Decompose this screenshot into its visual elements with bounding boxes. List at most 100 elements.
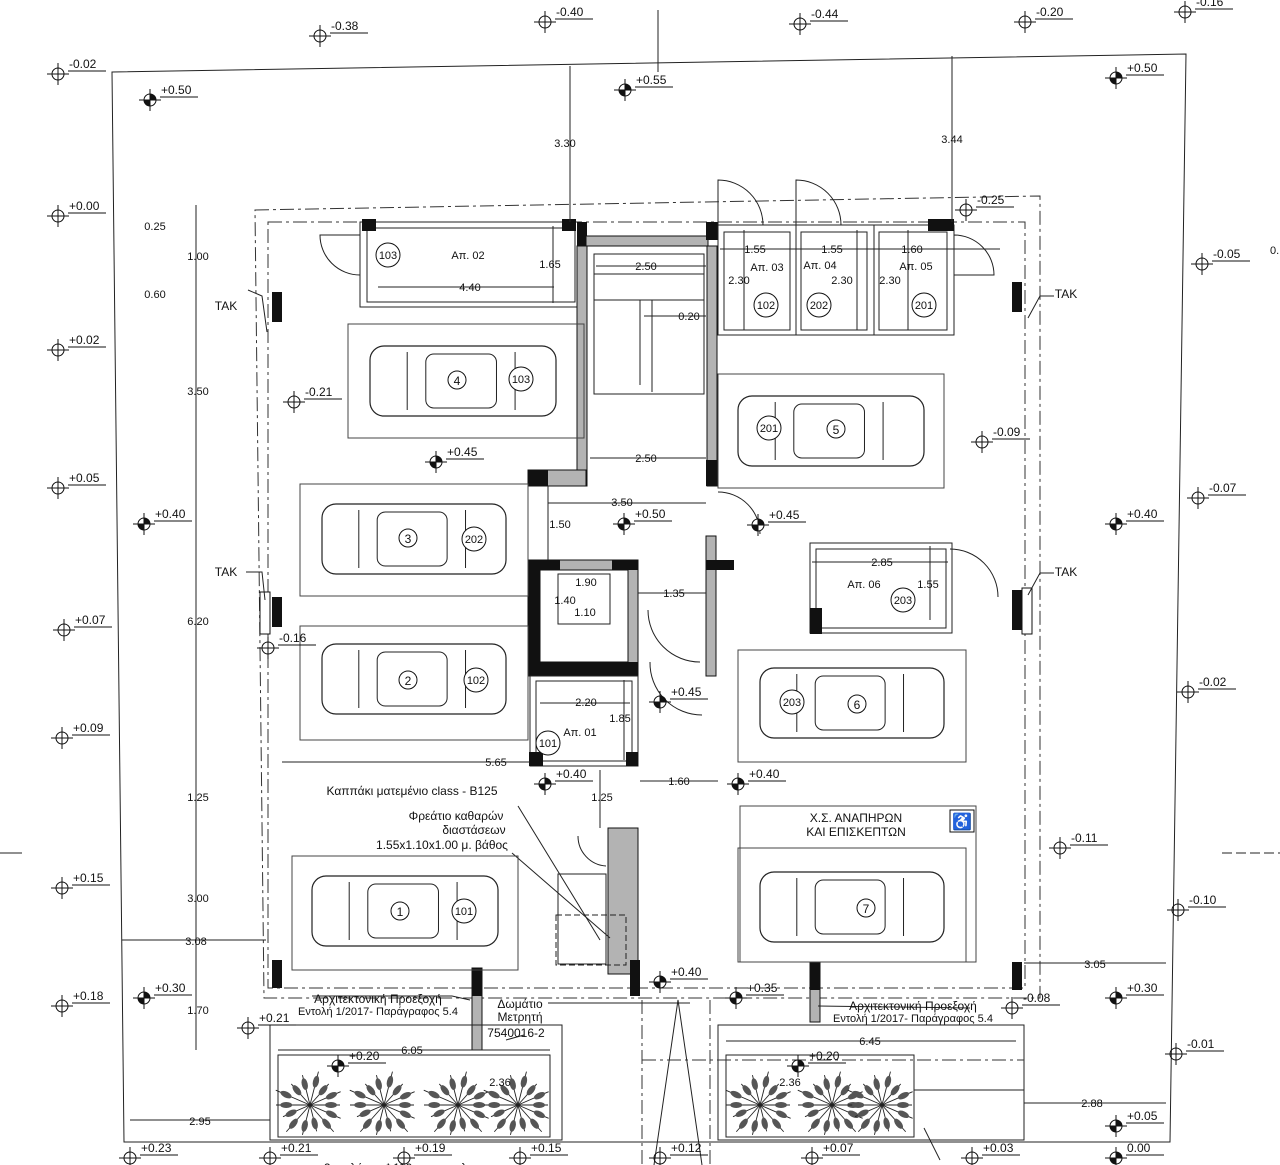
dimension: 0.20 [678, 311, 699, 323]
dimension: 1.40 [554, 595, 575, 607]
plant-icon [797, 1071, 863, 1135]
level-value: +0.23 [141, 1141, 172, 1155]
dimension: 1.10 [574, 607, 595, 619]
level-marker: +0.05 [47, 471, 106, 499]
level-value: +0.55 [636, 73, 667, 87]
level-marker: +0.30 [133, 981, 192, 1009]
level-marker: +0.07 [801, 1141, 860, 1165]
level-value: +0.03 [983, 1141, 1014, 1155]
level-marker: +0.12 [649, 1141, 708, 1165]
level-value: -0.08 [1023, 991, 1051, 1005]
apartment-tag: 102 [463, 667, 489, 693]
level-value: -0.44 [811, 7, 839, 21]
dimension: 1.85 [609, 713, 630, 725]
level-marker: +0.15 [509, 1141, 568, 1165]
apartment-tag: 201 [756, 415, 782, 441]
apartment-tag: 203 [779, 689, 805, 715]
pipe-note: 2 σωλήνες Φ110mm για ηλεκτρ... [324, 1161, 500, 1165]
level-marker: -0.16 [257, 631, 316, 659]
apartment-tag: 201 [911, 292, 937, 318]
level-value: -0.07 [1209, 481, 1237, 495]
apartment-tag: 103 [508, 366, 534, 392]
building-outline [254, 195, 1041, 999]
apartment-tag: 102 [753, 292, 779, 318]
planter-left [269, 1024, 563, 1141]
svg-text:101: 101 [455, 906, 473, 918]
svg-text:201: 201 [760, 423, 778, 435]
level-value: -0.20 [1036, 5, 1064, 19]
level-value: -0.02 [1199, 675, 1227, 689]
dimension: 1.25 [591, 792, 612, 804]
level-value: +0.45 [671, 685, 702, 699]
level-value: +0.02 [69, 333, 100, 347]
level-marker: +0.45 [747, 508, 806, 536]
dimension: 4.40 [459, 282, 480, 294]
dimension: 1.65 [539, 259, 560, 271]
level-value: +0.50 [1127, 61, 1158, 75]
level-marker: +0.45 [649, 685, 708, 713]
dimension: 2.20 [575, 697, 596, 709]
dimension: 3.05 [1084, 959, 1105, 971]
level-marker: -0.01 [1165, 1037, 1224, 1065]
level-marker: +0.03 [961, 1141, 1020, 1165]
plant-icon [725, 1071, 791, 1135]
room-label: Απ. 06 [847, 579, 880, 591]
note-pit: 1.55x1.10x1.00 μ. βάθος [376, 838, 508, 852]
level-value: +0.12 [671, 1141, 702, 1155]
dimension: 1.60 [668, 776, 689, 788]
plot-boundary [111, 53, 1187, 1143]
level-value: +0.19 [415, 1141, 446, 1155]
level-value: +0.07 [75, 613, 106, 627]
tak-label: ΤΑΚ [1055, 287, 1077, 301]
svg-text:5: 5 [833, 423, 840, 437]
dimension: 3.30 [554, 138, 575, 150]
level-value: 0.00 [1127, 1141, 1151, 1155]
meter-room-label: Δωμάτιο [497, 997, 543, 1011]
level-value: -0.09 [993, 425, 1021, 439]
note-cap: Καππάκι ματεμένιο class - Β125 [326, 784, 497, 798]
dimension: 3.50 [611, 497, 632, 509]
level-marker: +0.40 [133, 507, 192, 535]
level-value: +0.20 [349, 1049, 380, 1063]
level-value: -0.21 [305, 385, 333, 399]
apartment-tag: 101 [535, 730, 561, 756]
dimension: 3.08 [185, 936, 206, 948]
level-marker: -0.02 [1177, 675, 1236, 703]
level-marker: +0.15 [51, 871, 110, 899]
dimension: 1.35 [663, 588, 684, 600]
level-marker: +0.50 [1105, 61, 1164, 89]
dimension: 1.90 [575, 577, 596, 589]
level-value: -0.25 [977, 193, 1005, 207]
svg-text:3: 3 [405, 532, 412, 546]
parking-number: 4 [447, 370, 467, 390]
plant-icon [349, 1071, 415, 1135]
projection-rule: Εντολή 1/2017- Παράγραφος 5.4 [833, 1013, 993, 1025]
svg-text:202: 202 [810, 300, 828, 312]
tak-label: ΤΑΚ [215, 565, 237, 579]
dimension: 0.25 [144, 221, 165, 233]
level-marker: +0.23 [119, 1141, 178, 1165]
parking-number: 5 [826, 419, 846, 439]
level-marker: +0.55 [614, 73, 673, 101]
meter-room-label: 7540016-2 [487, 1026, 545, 1040]
level-value: -0.16 [279, 631, 307, 645]
apartment-tag: 101 [451, 898, 477, 924]
dimension: 5.65 [485, 757, 506, 769]
parking-number: 7 [856, 898, 876, 918]
staircase [593, 253, 705, 395]
tak-label: ΤΑΚ [1055, 565, 1077, 579]
level-marker: +0.30 [1105, 981, 1164, 1009]
dimension: 6.20 [187, 616, 208, 628]
projection-label: Αρχιτεκτονική Προεξοχή [849, 999, 977, 1013]
level-marker: -0.11 [1049, 831, 1108, 859]
level-value: +0.30 [155, 981, 186, 995]
level-marker: +0.02 [47, 333, 106, 361]
level-value: +0.40 [155, 507, 186, 521]
level-marker: +0.40 [534, 767, 593, 795]
level-marker: +0.18 [51, 989, 110, 1017]
level-marker: +0.50 [139, 83, 198, 111]
level-marker: -0.40 [534, 5, 593, 33]
svg-text:101: 101 [539, 738, 557, 750]
level-value: +0.45 [447, 445, 478, 459]
